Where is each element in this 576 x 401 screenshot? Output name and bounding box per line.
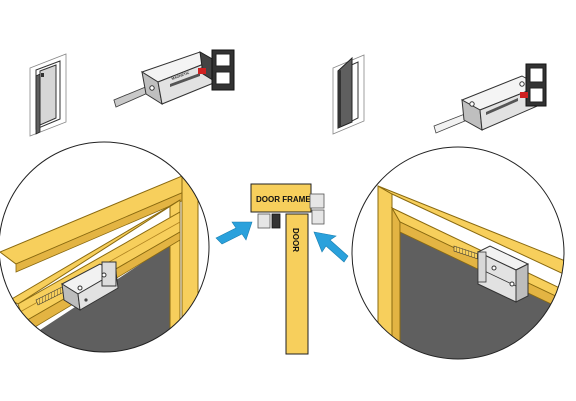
door-sensor-block bbox=[257, 213, 271, 229]
arrow-left-icon bbox=[313, 231, 349, 263]
top-left-door-icon bbox=[29, 53, 67, 137]
center-schematic: DOOR FRAME DOOR bbox=[250, 183, 325, 355]
top-right-sensor-icon bbox=[433, 63, 547, 134]
svg-text:MAGNETIC: MAGNETIC bbox=[171, 71, 190, 81]
magnet-block bbox=[271, 213, 281, 229]
door-frame-label: DOOR FRAME bbox=[256, 195, 311, 204]
door-block bbox=[285, 213, 309, 355]
top-left-sensor-icon: MAGNETIC bbox=[113, 49, 235, 108]
left-magnified-view bbox=[0, 141, 210, 353]
frame-sensor-block-lower bbox=[311, 209, 325, 225]
right-magnified-view bbox=[351, 146, 565, 360]
door-label: DOOR bbox=[291, 228, 300, 252]
arrow-right-icon bbox=[215, 221, 253, 245]
top-right-door-icon bbox=[332, 54, 365, 135]
frame-sensor-block bbox=[309, 193, 325, 209]
door-frame-block bbox=[250, 183, 312, 213]
